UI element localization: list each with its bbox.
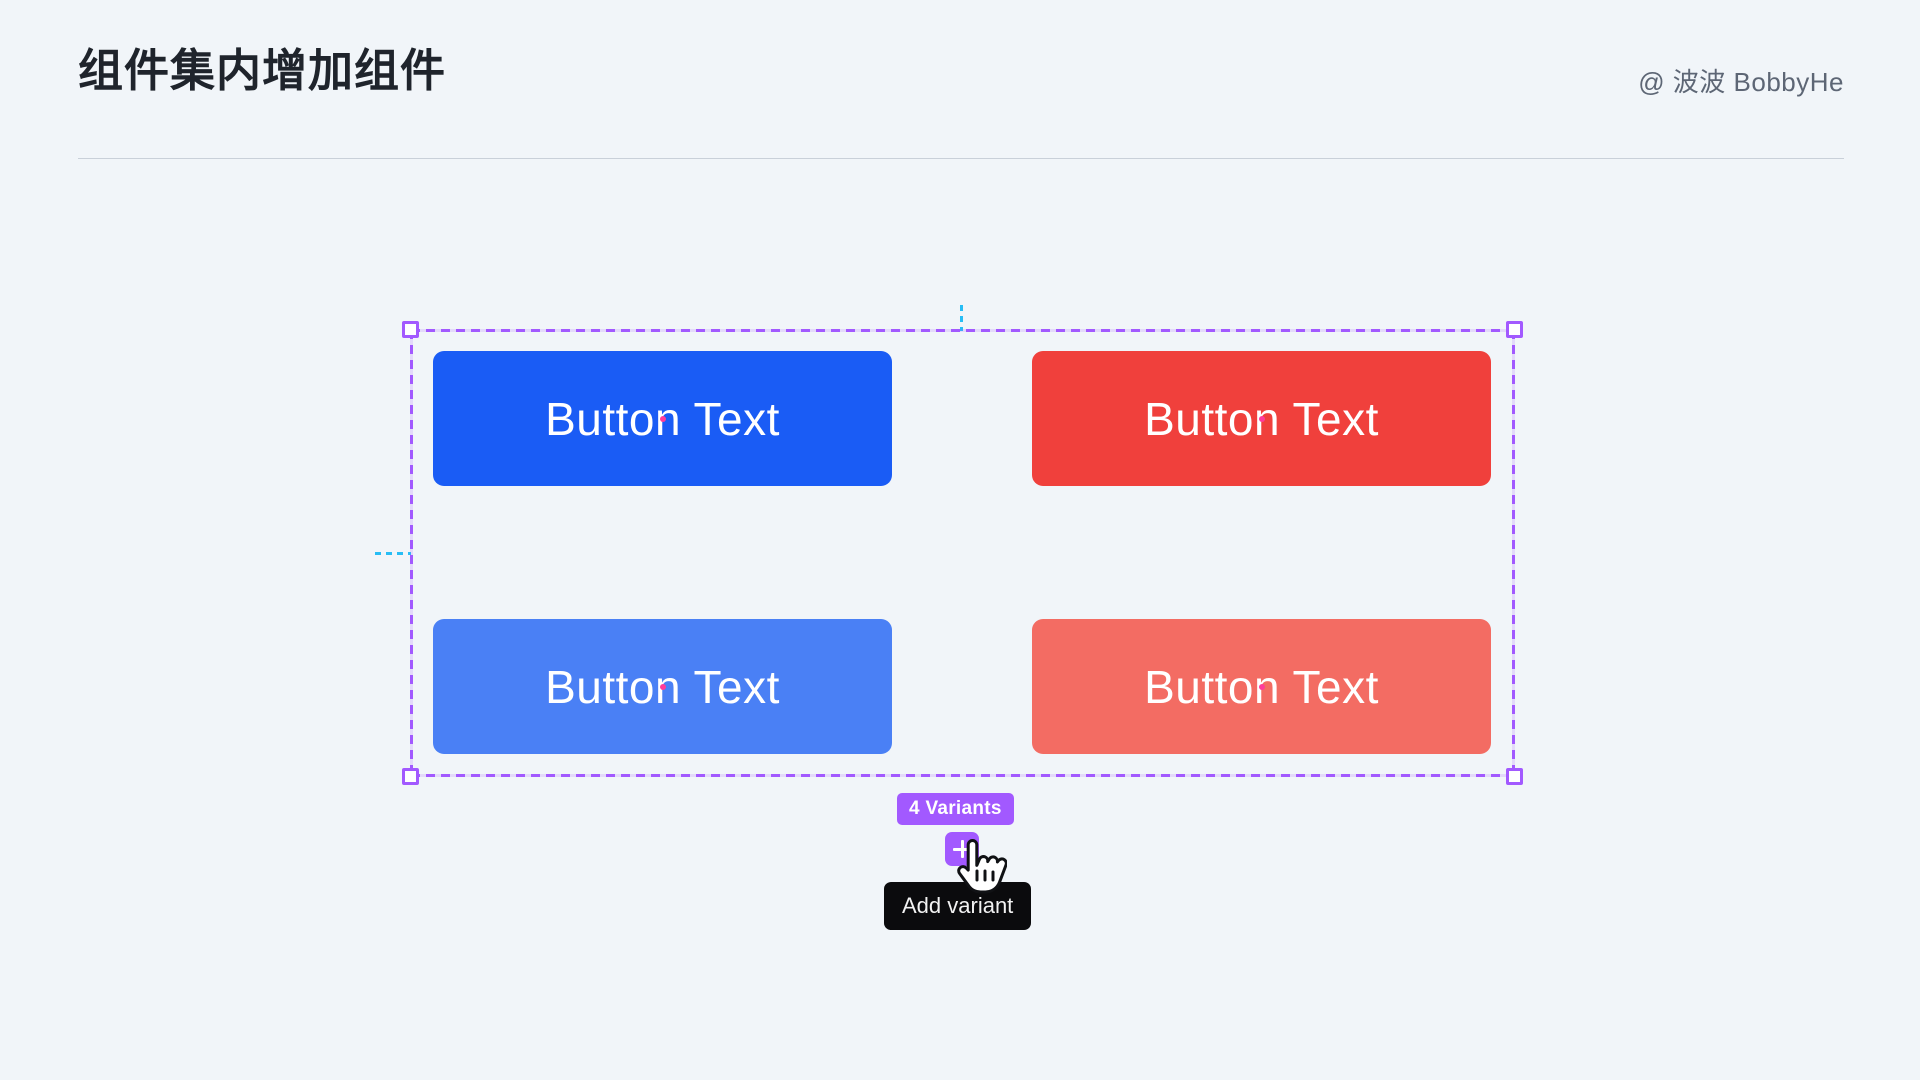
page-header: 组件集内增加组件 @ 波波 BobbyHe (0, 0, 1920, 160)
variant-button-3[interactable]: Button Text (433, 619, 892, 754)
variant-button-label: Button Text (1144, 660, 1379, 713)
variant-button-4[interactable]: Button Text (1032, 619, 1491, 754)
add-variant-plus-icon[interactable] (945, 832, 979, 866)
variant-button-2[interactable]: Button Text (1032, 351, 1491, 486)
alignment-guide-vertical (960, 305, 963, 331)
component-set-selection-frame[interactable] (402, 321, 1523, 785)
resize-handle-bottom-left[interactable] (402, 768, 419, 785)
instance-marker-dot (1258, 415, 1265, 422)
variant-button-label: Button Text (545, 392, 780, 445)
resize-handle-top-left[interactable] (402, 321, 419, 338)
variant-count-badge[interactable]: 4 Variants (897, 793, 1014, 825)
selection-edge-bottom[interactable] (411, 774, 1513, 777)
variant-button-label: Button Text (545, 660, 780, 713)
add-variant-tooltip: Add variant (884, 882, 1032, 930)
variant-button-1[interactable]: Button Text (433, 351, 892, 486)
resize-handle-top-right[interactable] (1506, 321, 1523, 338)
instance-marker-dot (659, 415, 666, 422)
instance-marker-dot (659, 683, 666, 690)
author-credit: @ 波波 BobbyHe (1638, 67, 1844, 97)
variant-grid: Button Text Button Text Button Text Butt… (433, 351, 1491, 754)
selection-edge-right[interactable] (1512, 330, 1515, 775)
selection-edge-left[interactable] (410, 330, 413, 775)
instance-marker-dot (1258, 683, 1265, 690)
variant-button-label: Button Text (1144, 392, 1379, 445)
resize-handle-bottom-right[interactable] (1506, 768, 1523, 785)
alignment-guide-horizontal (375, 552, 411, 555)
header-divider (78, 158, 1844, 159)
selection-edge-top[interactable] (411, 329, 1513, 332)
page-title: 组件集内增加组件 (78, 45, 447, 96)
